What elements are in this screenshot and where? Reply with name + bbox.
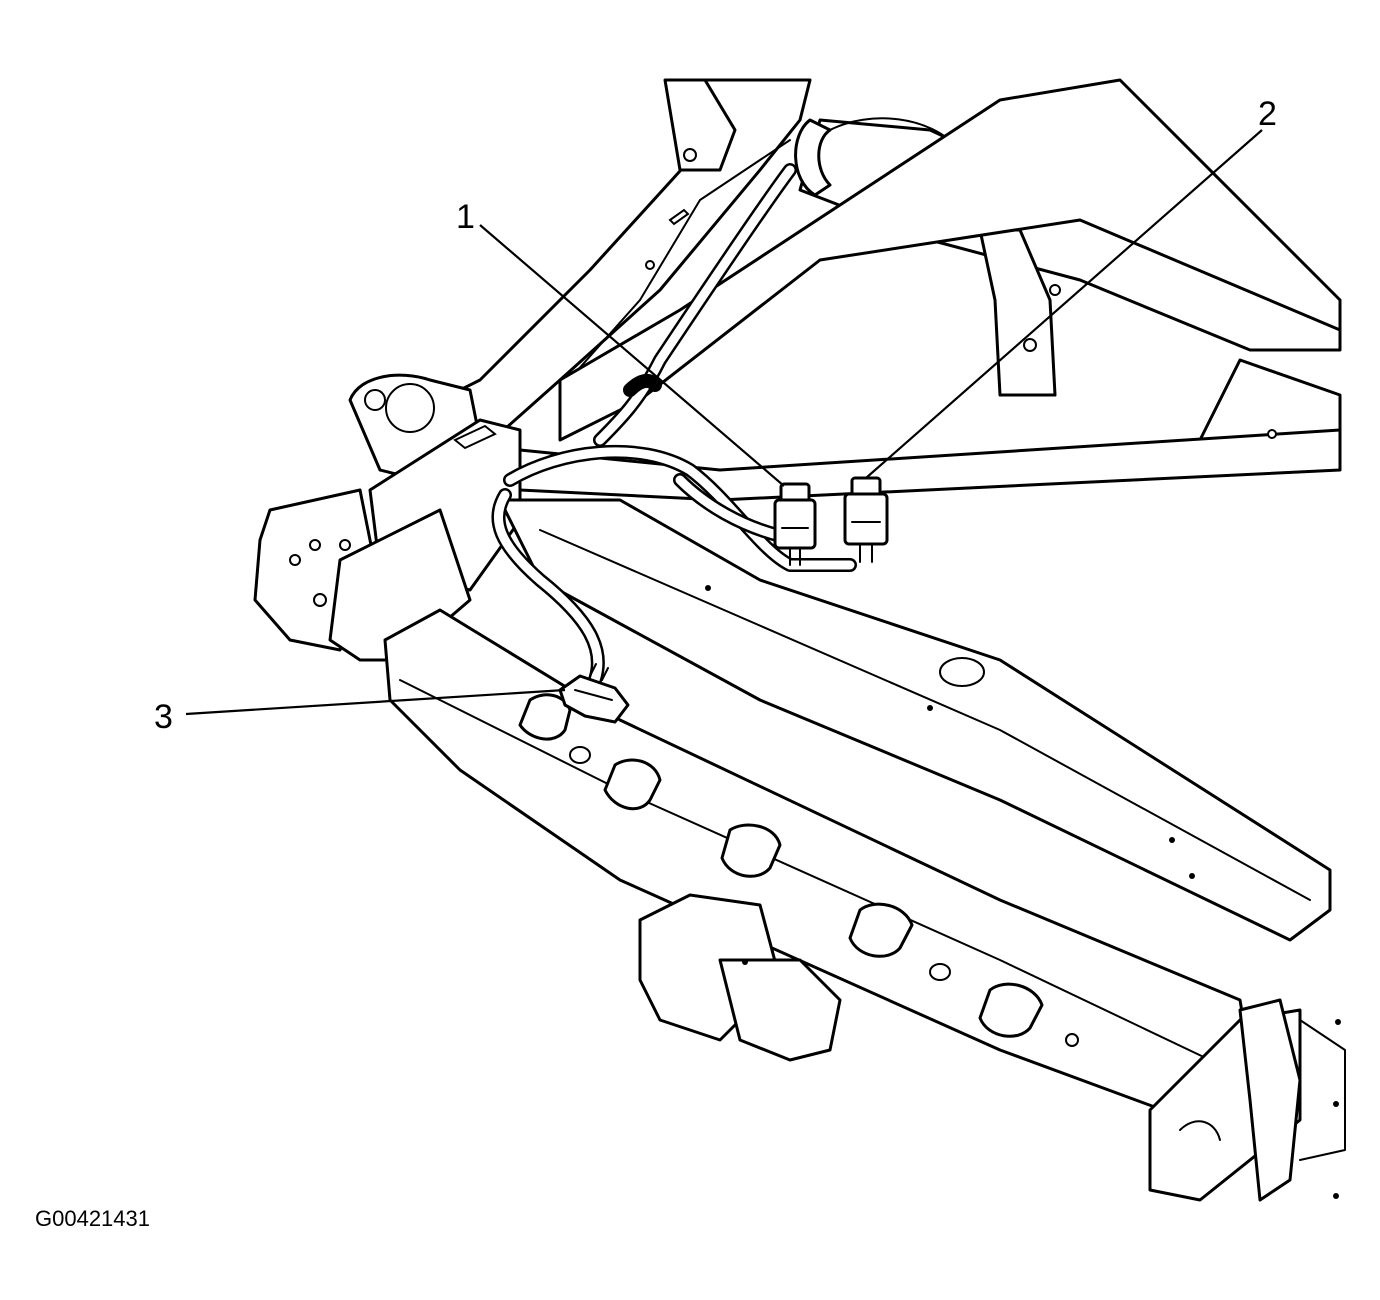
right-side-bracket (1148, 998, 1346, 1202)
callout-2: 2 (1258, 95, 1277, 133)
left-bracket (253, 373, 522, 662)
hitch-receiver (638, 893, 842, 1062)
leader-line-3 (185, 688, 566, 716)
connector-1 (773, 482, 817, 566)
callout-1: 1 (456, 198, 475, 236)
center-long-rail (498, 498, 1332, 942)
leader-line-1 (479, 224, 785, 487)
connector-2 (843, 476, 889, 563)
figure-id: G00421431 (35, 1206, 150, 1231)
connector-3 (558, 663, 630, 724)
callout-3: 3 (154, 698, 173, 736)
leader-line-2 (865, 129, 1263, 479)
